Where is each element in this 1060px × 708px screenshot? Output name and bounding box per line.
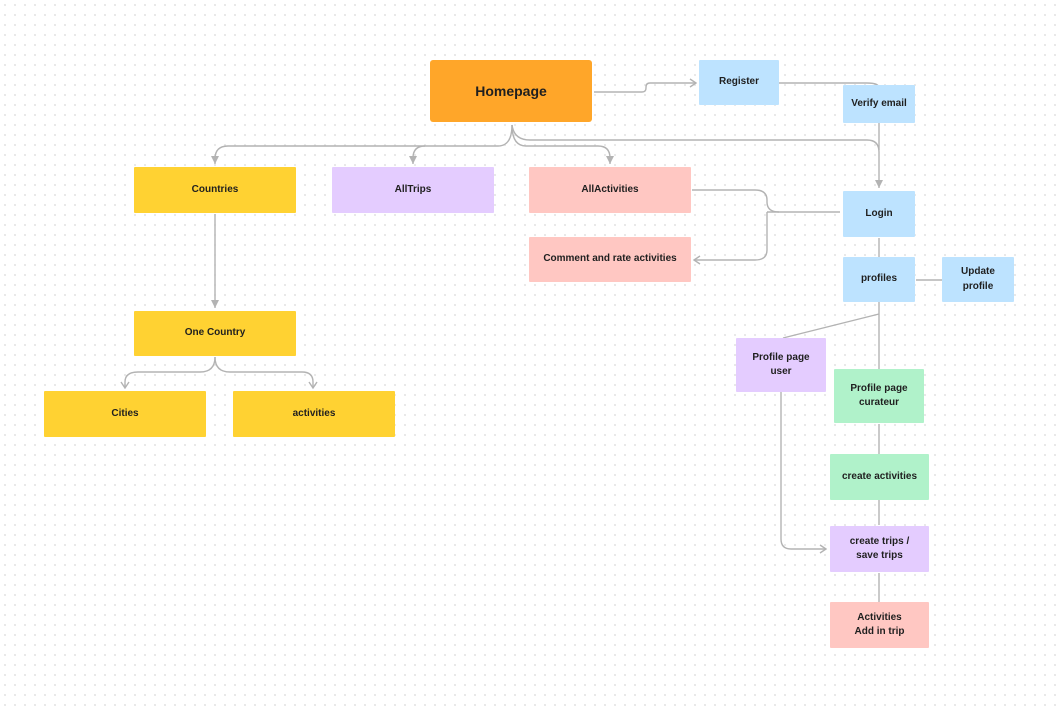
node-cities: Cities <box>44 391 206 437</box>
link-homepage-allactivities <box>511 124 614 164</box>
node-homepage: Homepage <box>430 60 592 122</box>
node-register: Register <box>699 60 779 105</box>
node-profiles: profiles <box>843 257 915 302</box>
link-homepage-register <box>594 78 698 93</box>
link-onecountry-activities <box>214 356 318 390</box>
node-login: Login <box>843 191 915 237</box>
node-all-activities: AllActivities <box>529 167 691 213</box>
node-create-trips: create trips / save trips <box>830 526 929 572</box>
link-homepage-alltrips <box>409 145 426 164</box>
link-profiles-user <box>782 313 880 339</box>
node-update-profile: Update profile <box>942 257 1014 302</box>
node-profile-curateur: Profile page curateur <box>834 369 924 423</box>
node-activities: activities <box>233 391 395 437</box>
link-allactivities-login <box>692 189 840 213</box>
node-countries: Countries <box>134 167 296 213</box>
node-activities-add: Activities Add in trip <box>830 602 929 648</box>
node-create-activities: create activities <box>830 454 929 500</box>
node-verify-email: Verify email <box>843 85 915 123</box>
link-homepage-countries <box>211 124 513 164</box>
link-onecountry-cities <box>120 356 216 390</box>
node-comment-rate: Comment and rate activities <box>529 237 691 282</box>
node-all-trips: AllTrips <box>332 167 494 213</box>
link-login-comment <box>694 211 779 260</box>
node-one-country: One Country <box>134 311 296 356</box>
link-user-create-trips <box>780 392 828 554</box>
node-profile-user: Profile page user <box>736 338 826 392</box>
